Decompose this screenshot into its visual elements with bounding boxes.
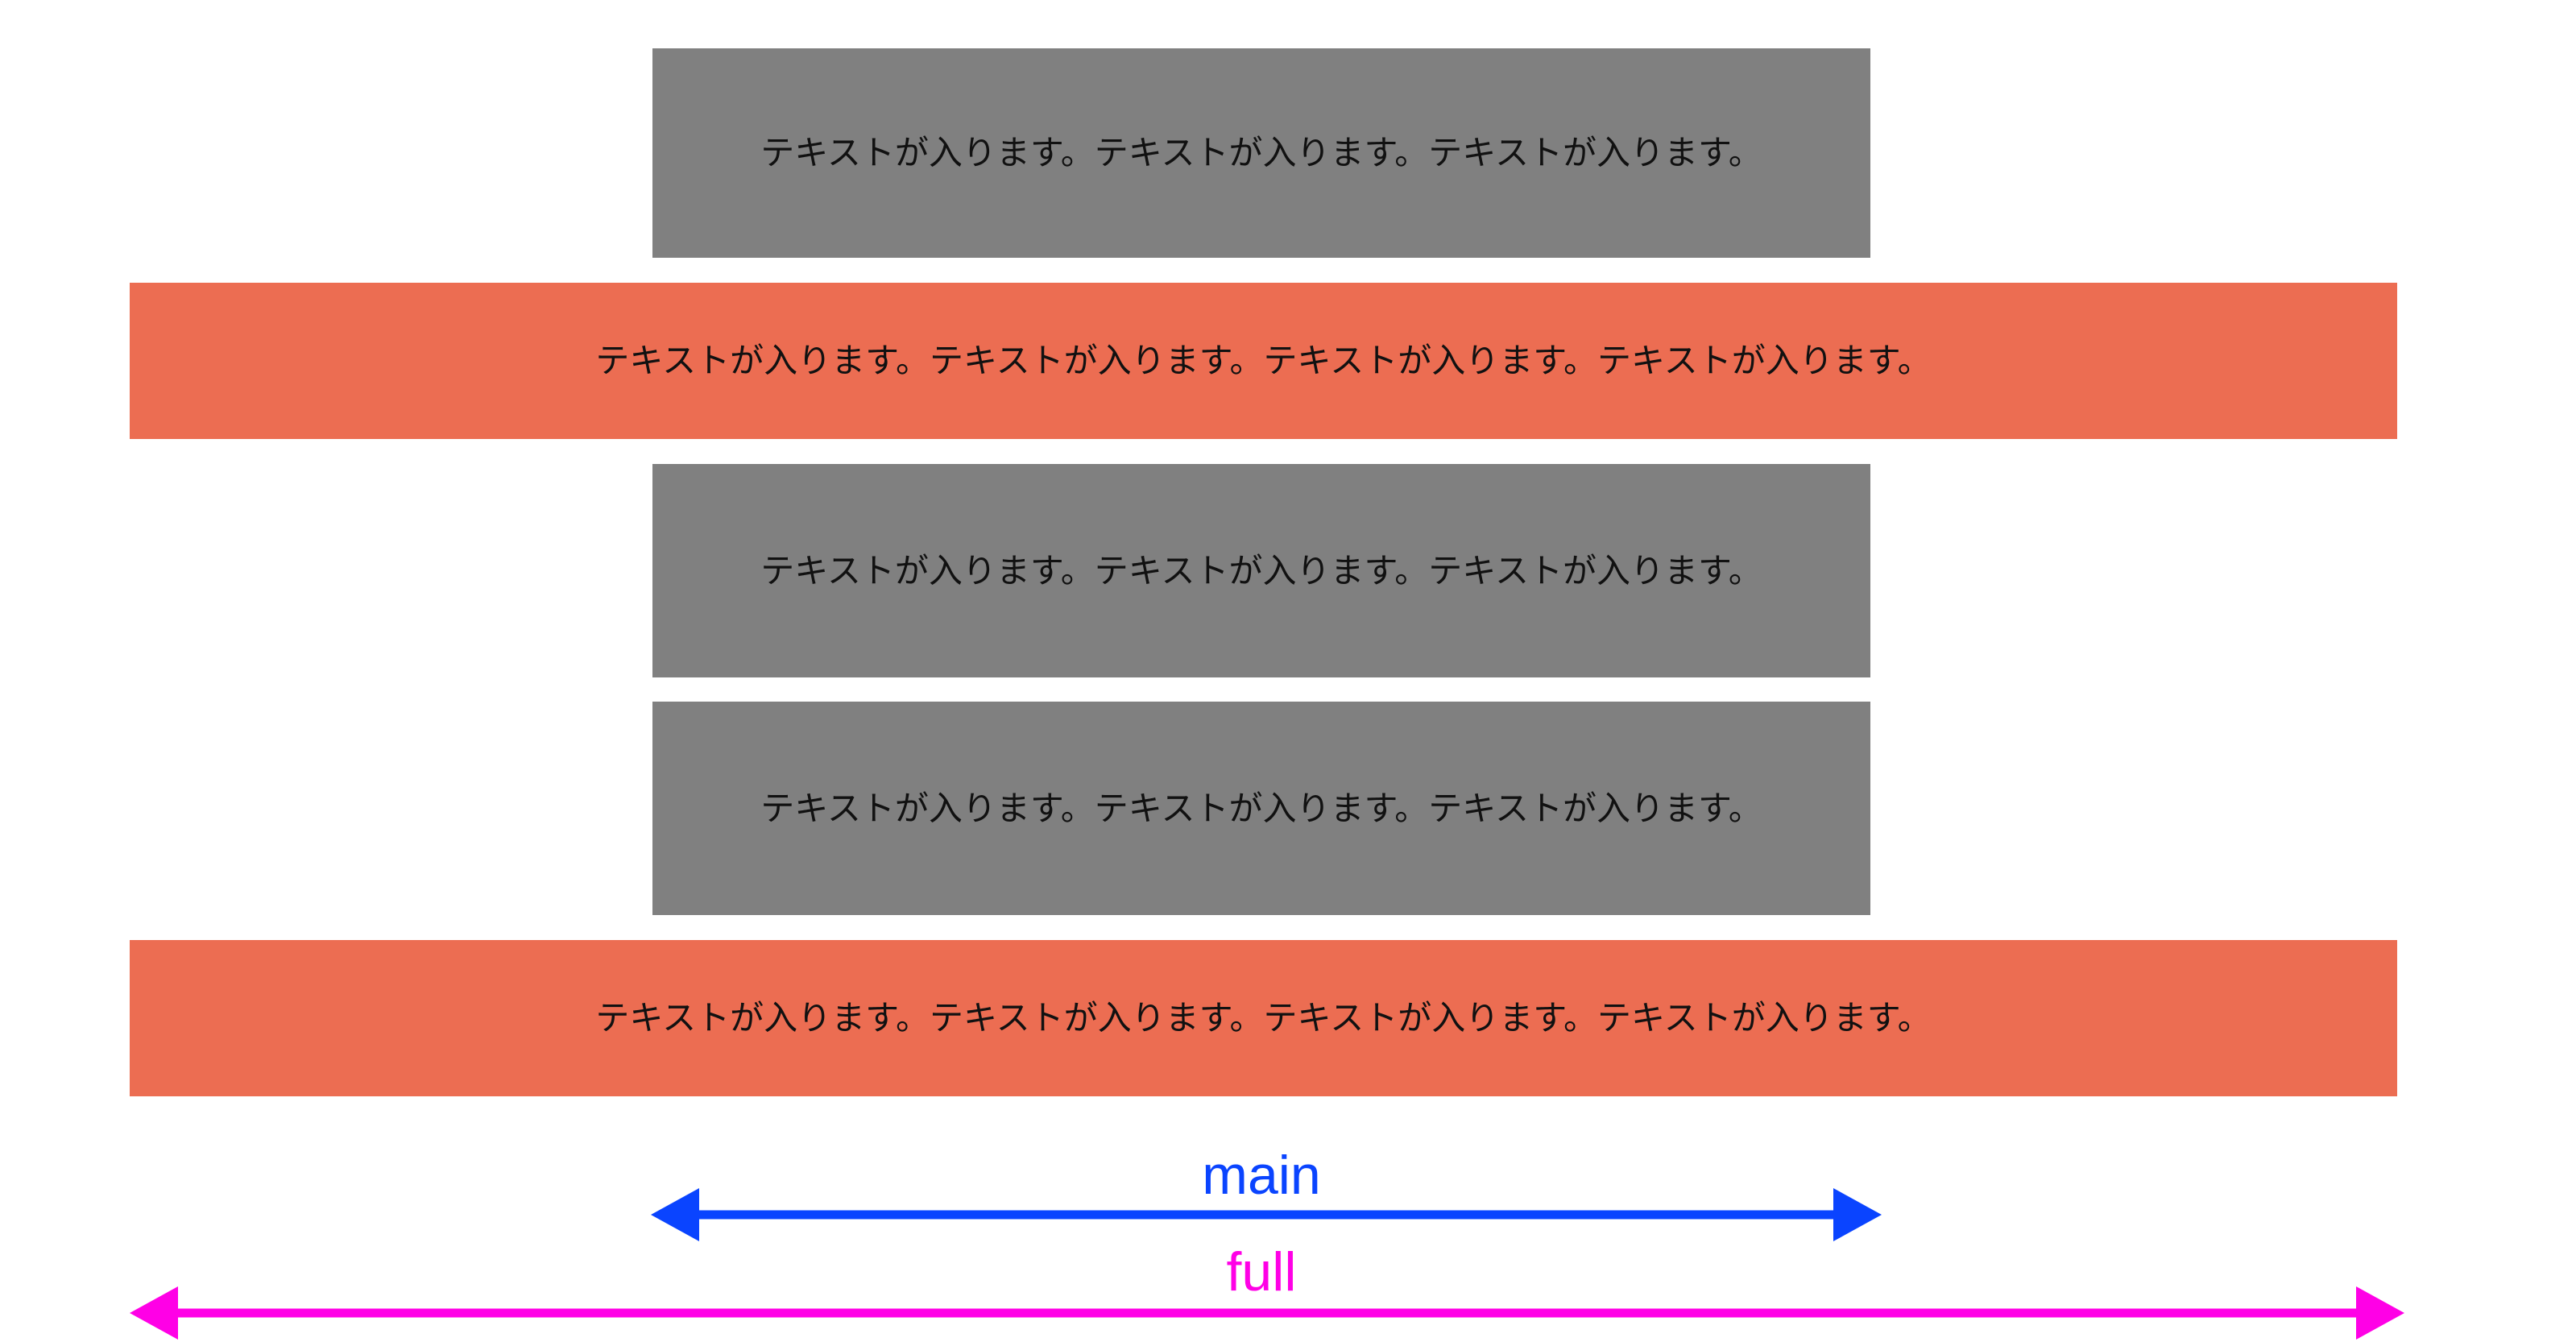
block-text: テキストが入ります。テキストが入ります。テキストが入ります。テキストが入ります。 <box>595 998 1932 1038</box>
block-text: テキストが入ります。テキストが入ります。テキストが入ります。 <box>760 788 1762 828</box>
block-text: テキストが入ります。テキストが入ります。テキストが入ります。 <box>760 550 1762 590</box>
main-width-block-3: テキストが入ります。テキストが入ります。テキストが入ります。 <box>652 702 1870 915</box>
block-text: テキストが入ります。テキストが入ります。テキストが入ります。 <box>760 133 1762 172</box>
main-arrow-right-head <box>1833 1188 1882 1241</box>
main-arrow-label: main <box>1202 1145 1321 1206</box>
full-width-block-1: テキストが入ります。テキストが入ります。テキストが入ります。テキストが入ります。 <box>130 283 2397 439</box>
block-text: テキストが入ります。テキストが入ります。テキストが入ります。テキストが入ります。 <box>595 341 1932 380</box>
full-width-arrow <box>130 1286 2404 1340</box>
full-arrow-right-head <box>2356 1286 2404 1340</box>
main-width-arrow <box>651 1188 1882 1241</box>
main-width-block-2: テキストが入ります。テキストが入ります。テキストが入ります。 <box>652 464 1870 677</box>
full-arrow-left-head <box>130 1286 178 1340</box>
full-arrow-label: full <box>1226 1241 1297 1303</box>
full-width-block-2: テキストが入ります。テキストが入ります。テキストが入ります。テキストが入ります。 <box>130 940 2397 1096</box>
main-arrow-left-head <box>651 1188 699 1241</box>
main-width-block-1: テキストが入ります。テキストが入ります。テキストが入ります。 <box>652 48 1870 258</box>
